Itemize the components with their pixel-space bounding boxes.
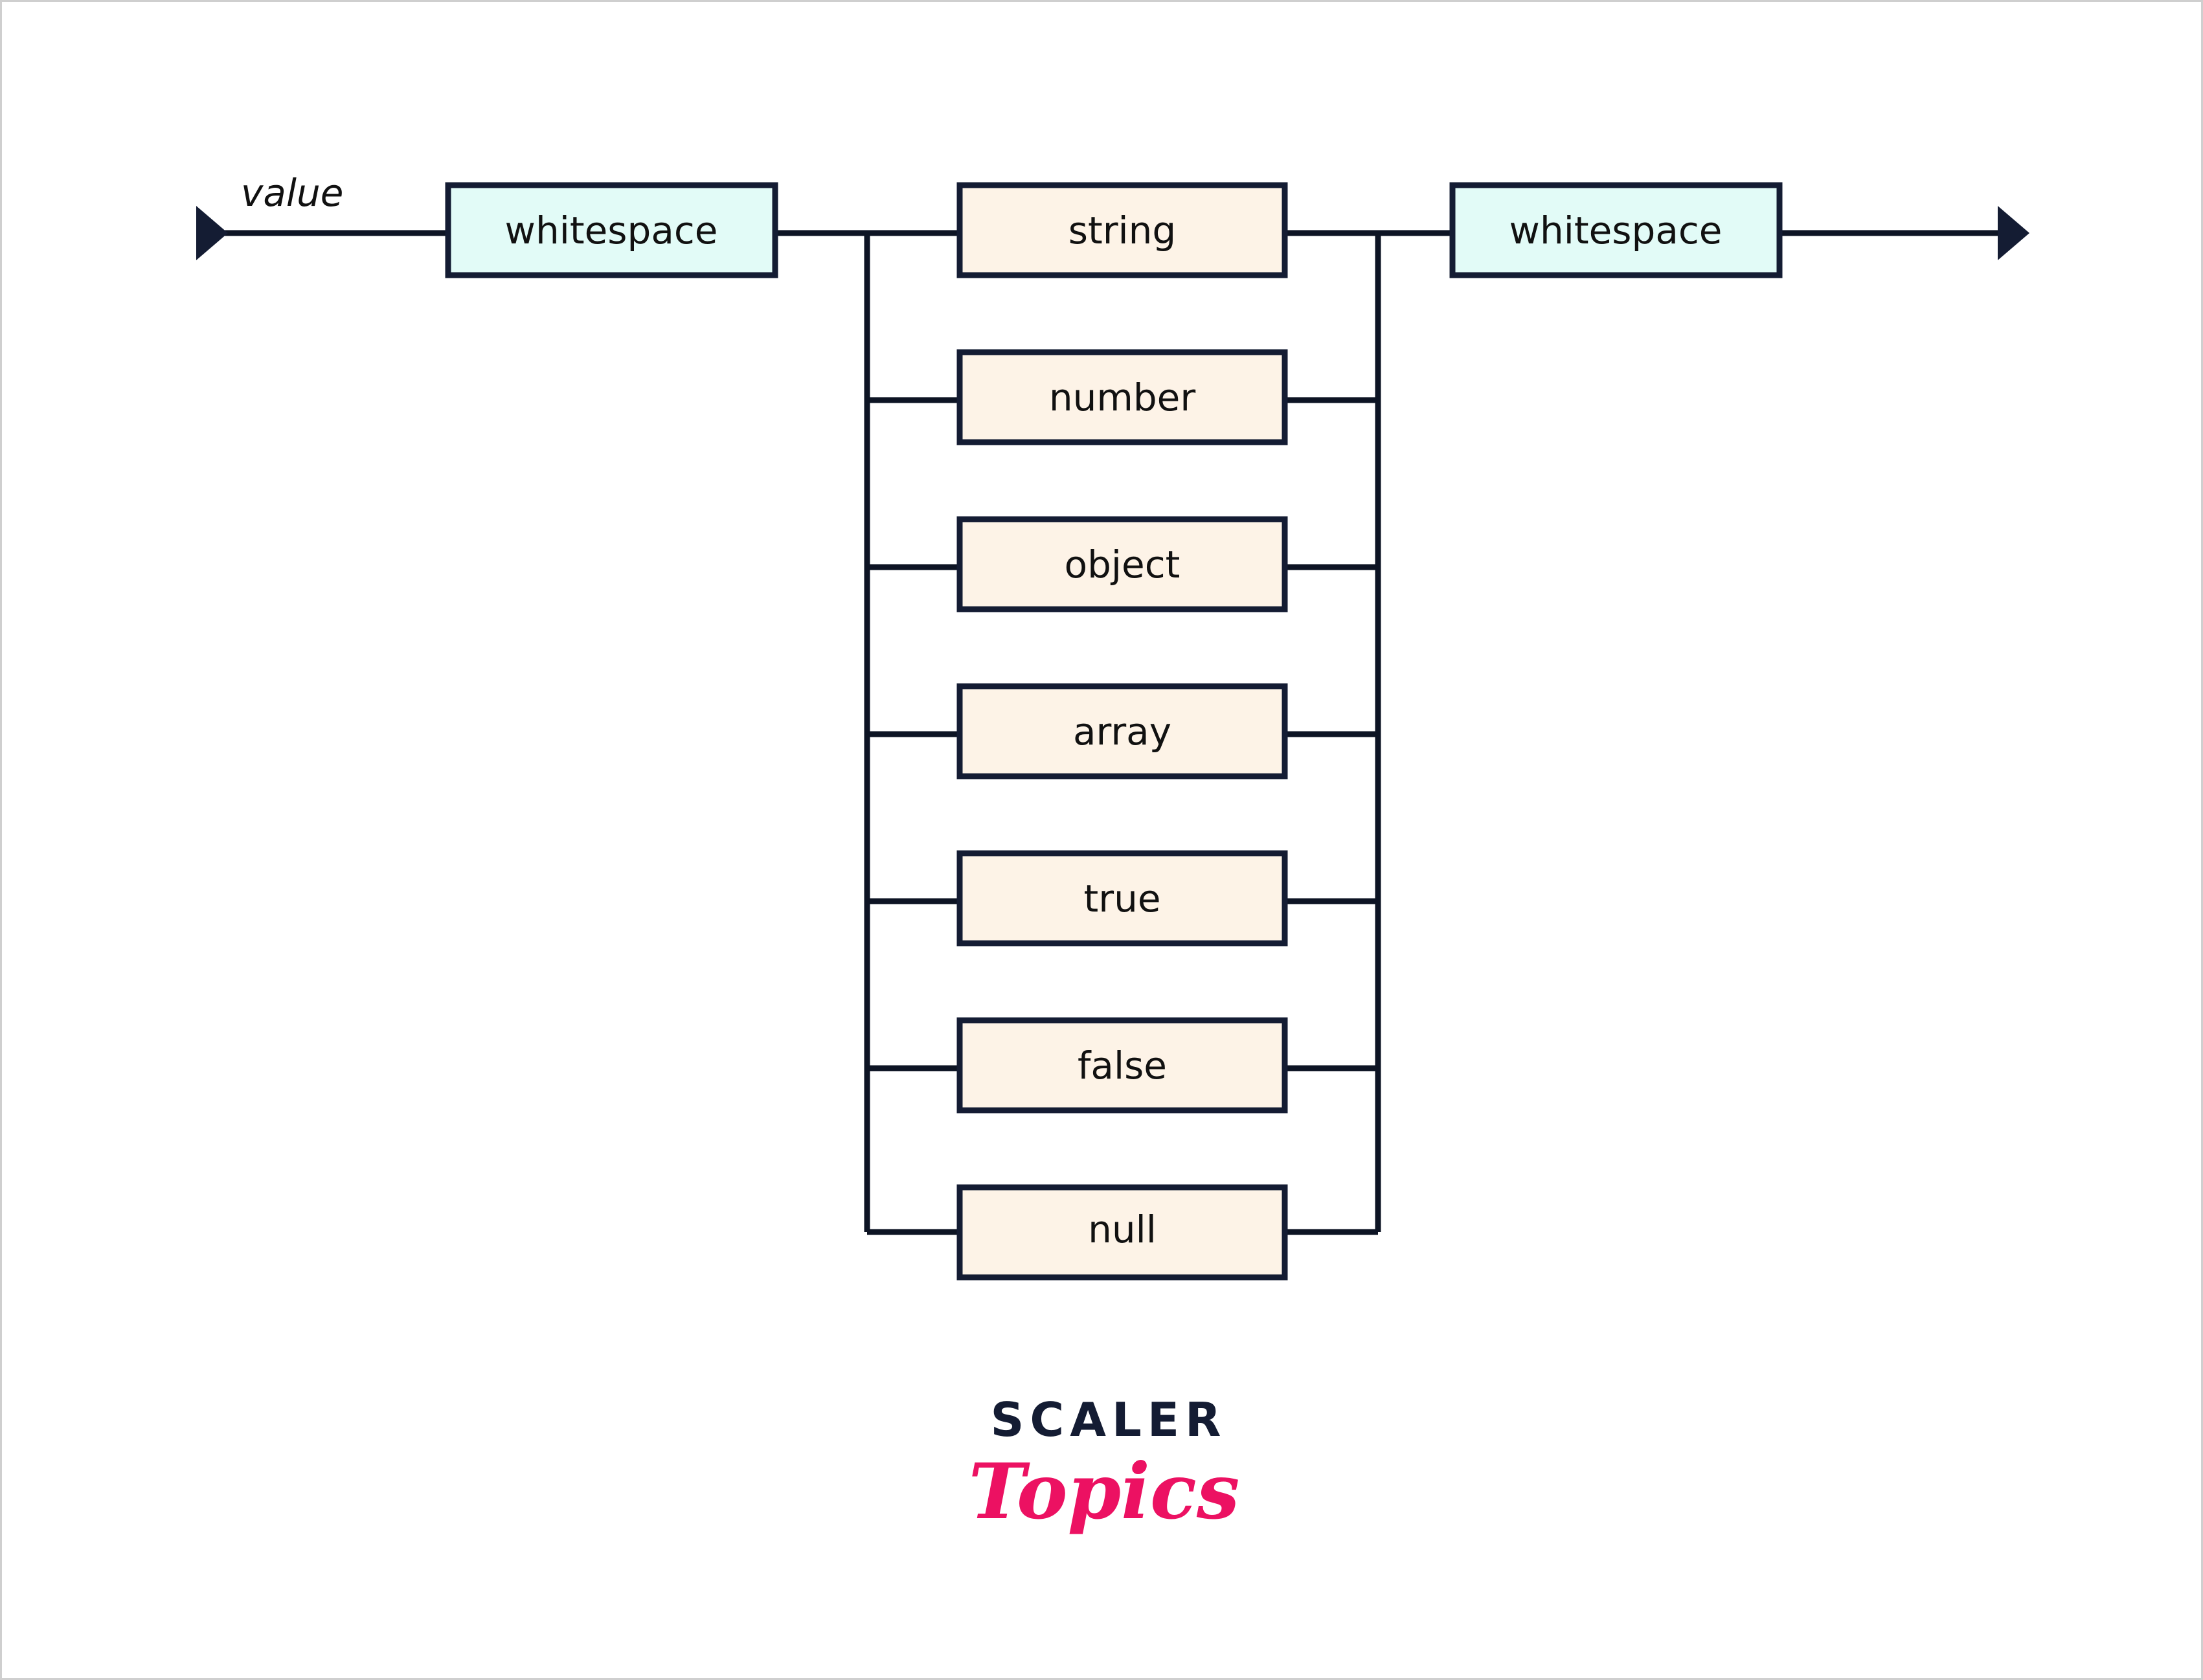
node-array-label: array xyxy=(1073,710,1171,754)
node-string-label: string xyxy=(1068,208,1177,252)
logo-scaler-text: SCALER xyxy=(991,1393,1227,1447)
node-false-label: false xyxy=(1078,1044,1167,1088)
node-whitespace-left-box[interactable] xyxy=(445,182,778,278)
node-array-box[interactable] xyxy=(956,683,1288,779)
node-true-label: true xyxy=(1083,877,1160,921)
node-whitespace-right-box[interactable] xyxy=(1449,182,1783,278)
node-array[interactable]: array xyxy=(956,683,1288,779)
node-number-box[interactable] xyxy=(956,349,1288,445)
branch-connectors xyxy=(867,397,1378,1235)
logo-topics-text: Topics xyxy=(969,1446,1240,1536)
node-number[interactable]: number xyxy=(956,349,1288,445)
node-null-box[interactable] xyxy=(956,1184,1288,1281)
node-false[interactable]: false xyxy=(956,1017,1288,1114)
node-string[interactable]: string xyxy=(956,182,1288,278)
start-arrow-icon xyxy=(196,206,228,260)
node-string-box[interactable] xyxy=(956,182,1288,278)
end-arrow-icon xyxy=(1998,206,2029,260)
node-number-label: number xyxy=(1049,375,1196,420)
node-whitespace-left-label: whitespace xyxy=(505,208,718,252)
node-whitespace-right[interactable]: whitespace xyxy=(1449,182,1783,278)
node-null[interactable]: null xyxy=(956,1184,1288,1281)
node-false-box[interactable] xyxy=(956,1017,1288,1114)
diagram-title-label: value xyxy=(241,171,343,215)
node-object-box[interactable] xyxy=(956,516,1288,612)
scaler-topics-logo: SCALER Topics xyxy=(969,1393,1240,1536)
node-true-box[interactable] xyxy=(956,850,1288,946)
node-whitespace-right-label: whitespace xyxy=(1509,208,1723,252)
node-object-label: object xyxy=(1065,543,1181,587)
node-object[interactable]: object xyxy=(956,516,1288,612)
node-null-label: null xyxy=(1088,1207,1157,1251)
node-true[interactable]: true xyxy=(956,850,1288,946)
node-whitespace-left[interactable]: whitespace xyxy=(445,182,778,278)
